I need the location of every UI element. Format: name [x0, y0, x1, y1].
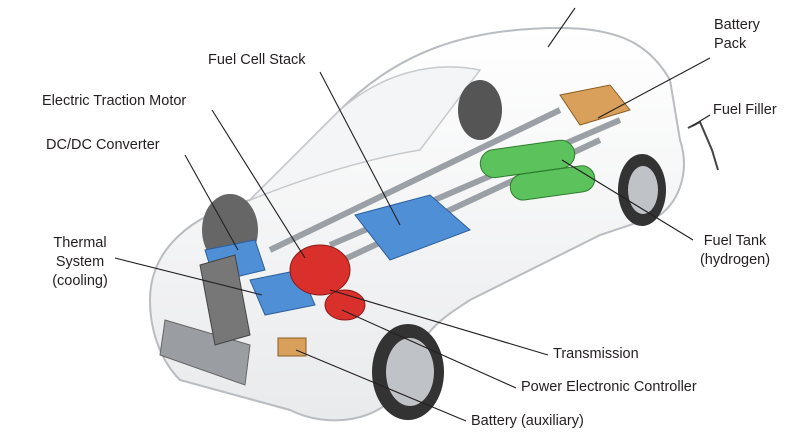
label-thermal-system: Thermal System (cooling) [40, 234, 120, 291]
label-thermal-line2: System [55, 254, 105, 270]
leader-lines [114, 7, 711, 422]
label-electric-traction-motor: Electric Traction Motor [42, 93, 187, 109]
label-fuel-filler: Fuel Filler [713, 102, 777, 118]
label-battery-pack-line2: Pack [714, 36, 747, 52]
label-fuel-tank-line1: Fuel Tank [703, 233, 767, 249]
windshield [249, 66, 482, 201]
label-transmission: Transmission [553, 346, 639, 362]
label-thermal-line3: (cooling) [52, 273, 108, 289]
radiator-shape [199, 254, 251, 346]
label-thermal-line1: Thermal [53, 235, 107, 251]
wheel-rear-left [458, 80, 502, 140]
wheel-rear-right [618, 154, 666, 226]
label-dcdc-converter: DC/DC Converter [46, 137, 160, 153]
label-fuel-tank: Fuel Tank (hydrogen) [690, 232, 780, 270]
fuel-filler-nozzle [687, 120, 719, 171]
hydrogen-tanks [479, 139, 596, 201]
fuel-cell-stack-shape [354, 194, 471, 261]
traction-motor-shape [289, 244, 351, 296]
label-power-electronic-controller: Power Electronic Controller [521, 379, 697, 395]
label-battery-auxiliary: Battery (auxiliary) [471, 413, 584, 429]
label-fuel-cell-stack: Fuel Cell Stack [208, 52, 306, 68]
aux-battery-shape [277, 337, 307, 357]
label-fuel-tank-line2: (hydrogen) [699, 252, 771, 268]
battery-pack-shape [559, 84, 631, 126]
label-battery-pack-line1: Battery [714, 17, 760, 33]
wheel-front-right [372, 324, 444, 420]
